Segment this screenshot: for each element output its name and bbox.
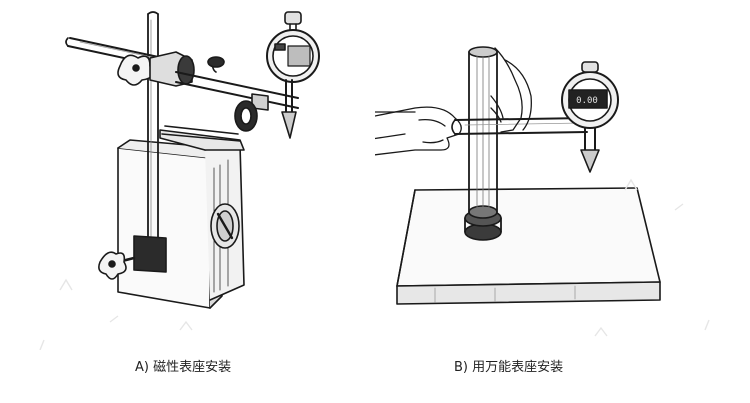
panel-universal-stand: 0.00 B) 用万能表座安装 — [375, 0, 750, 403]
vertical-post-b — [468, 46, 498, 213]
indicator-arm — [175, 56, 299, 132]
digital-dial-indicator-b — [561, 61, 619, 173]
watermark-strokes-b — [594, 178, 710, 337]
magnet-switch-knob — [210, 203, 240, 249]
universal-stand-illustration: 0.00 — [375, 46, 710, 337]
magnetic-stand-illustration — [39, 11, 320, 350]
lower-clamp — [98, 235, 167, 280]
upper-clamp — [117, 51, 195, 87]
caption-panel-a: A) 磁性表座安装 — [135, 360, 232, 375]
digital-dial-indicator — [266, 11, 320, 139]
panel-magnetic-stand: A) 磁性表座安装 — [39, 11, 320, 375]
dial-readout: 0.00 — [576, 96, 598, 106]
post-foot — [464, 205, 502, 241]
base-plate — [396, 187, 661, 305]
right-hand — [490, 47, 532, 133]
left-hand — [375, 106, 462, 156]
watermark-strokes — [39, 278, 193, 350]
caption-panel-b: B) 用万能表座安装 — [454, 360, 564, 375]
